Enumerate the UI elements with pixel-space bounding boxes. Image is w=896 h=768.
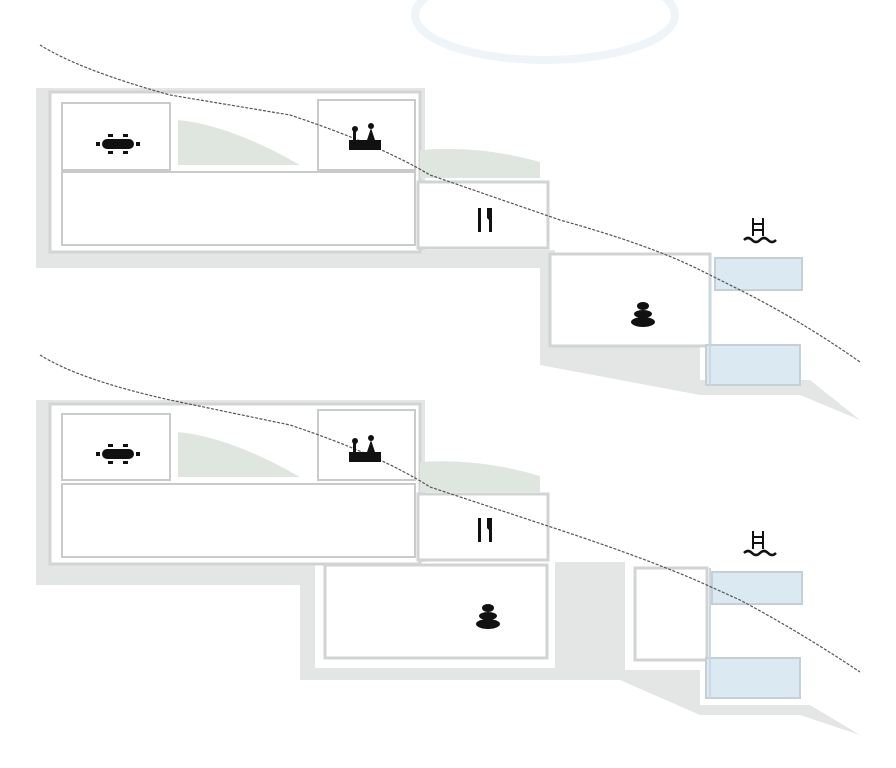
living-room	[61, 483, 416, 558]
background-swirl	[411, 0, 679, 64]
dining-room	[61, 102, 171, 171]
pool-water	[714, 257, 803, 291]
terrain-line	[39, 354, 861, 673]
stair-room	[633, 566, 709, 662]
green-roof	[178, 120, 300, 165]
pool-water	[711, 571, 803, 605]
office-room	[317, 409, 416, 481]
terrain-line	[39, 44, 861, 363]
pool-ladder-icon	[742, 216, 778, 244]
green-roof	[420, 461, 540, 492]
green-roof	[420, 148, 540, 178]
kitchen-room	[416, 180, 550, 250]
lower-section	[36, 354, 861, 735]
spa-room	[548, 252, 712, 348]
green-roof	[178, 432, 300, 477]
pool-lower-water	[705, 344, 801, 386]
pool-lower-water	[705, 657, 801, 699]
dining-room	[61, 413, 171, 481]
pool-ladder-icon	[742, 529, 778, 557]
upper-section	[36, 44, 861, 420]
living-room	[61, 171, 416, 246]
spa-room	[323, 563, 549, 660]
